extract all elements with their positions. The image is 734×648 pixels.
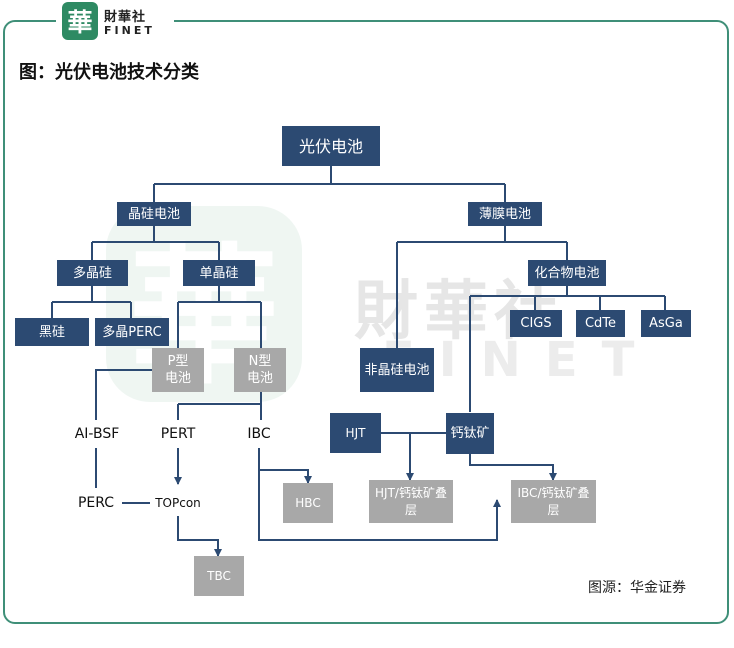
connector-mono-split bbox=[177, 286, 262, 348]
node-photovoltaic-cell: 光伏电池 bbox=[282, 126, 380, 166]
node-hbc: HBC bbox=[283, 483, 333, 523]
node-multi-perc: 多晶PERC bbox=[95, 318, 169, 346]
content-frame bbox=[3, 20, 729, 624]
node-multicrystalline: 多晶硅 bbox=[57, 260, 128, 286]
node-asga: AsGa bbox=[641, 310, 691, 337]
brand-mark-icon: 華 bbox=[62, 2, 98, 40]
node-tbc: TBC bbox=[194, 556, 244, 596]
node-hjt: HJT bbox=[330, 413, 381, 453]
brand-name-en: FINET bbox=[104, 24, 155, 37]
label-topcon: TOPcon bbox=[155, 495, 201, 510]
label-al-bsf: AI-BSF bbox=[74, 425, 120, 442]
label-ibc: IBC bbox=[247, 425, 271, 442]
node-n-type: N型电池 bbox=[234, 348, 286, 392]
node-cdte: CdTe bbox=[576, 310, 625, 337]
source-caption: 图源：华金证券 bbox=[588, 580, 686, 596]
connector-thinfilm-split bbox=[396, 226, 568, 348]
node-hjt-perovskite-tandem: HJT/钙钛矿叠层 bbox=[369, 480, 453, 523]
connector-crystal-split bbox=[91, 226, 220, 260]
connector-ptype-albsf bbox=[95, 369, 152, 420]
connector-perovskite-tandem bbox=[469, 454, 557, 481]
brand-logo: 華 財華社 FINET bbox=[56, 0, 174, 44]
connector-ntype-split bbox=[177, 392, 262, 420]
connector-ibc-down bbox=[258, 448, 501, 541]
connector-compound-perovskite bbox=[469, 295, 535, 412]
brand-name-cn: 財華社 bbox=[104, 10, 147, 25]
connector-ibc-hbc bbox=[259, 469, 312, 484]
node-amorphous-silicon: 非晶硅电池 bbox=[360, 348, 434, 392]
connector-compound-split bbox=[534, 286, 666, 310]
node-compound: 化合物电池 bbox=[528, 260, 606, 286]
node-perovskite: 钙钛矿 bbox=[446, 413, 494, 454]
page-title: 图：光伏电池技术分类 bbox=[19, 62, 199, 83]
connector-multi-split bbox=[51, 286, 132, 318]
node-monocrystalline: 单晶硅 bbox=[183, 260, 255, 286]
node-black-silicon: 黑硅 bbox=[15, 318, 89, 346]
connector-topcon-tbc bbox=[177, 516, 222, 557]
label-pert: PERT bbox=[160, 425, 196, 442]
node-cigs: CIGS bbox=[510, 310, 562, 337]
node-crystalline-silicon: 晶硅电池 bbox=[117, 202, 191, 226]
connector-root-split bbox=[153, 166, 506, 202]
label-perc: PERC bbox=[77, 494, 115, 511]
node-thin-film: 薄膜电池 bbox=[468, 202, 542, 226]
node-ibc-perovskite-tandem: IBC/钙钛矿叠层 bbox=[511, 480, 596, 523]
node-p-type: P型电池 bbox=[152, 348, 204, 392]
